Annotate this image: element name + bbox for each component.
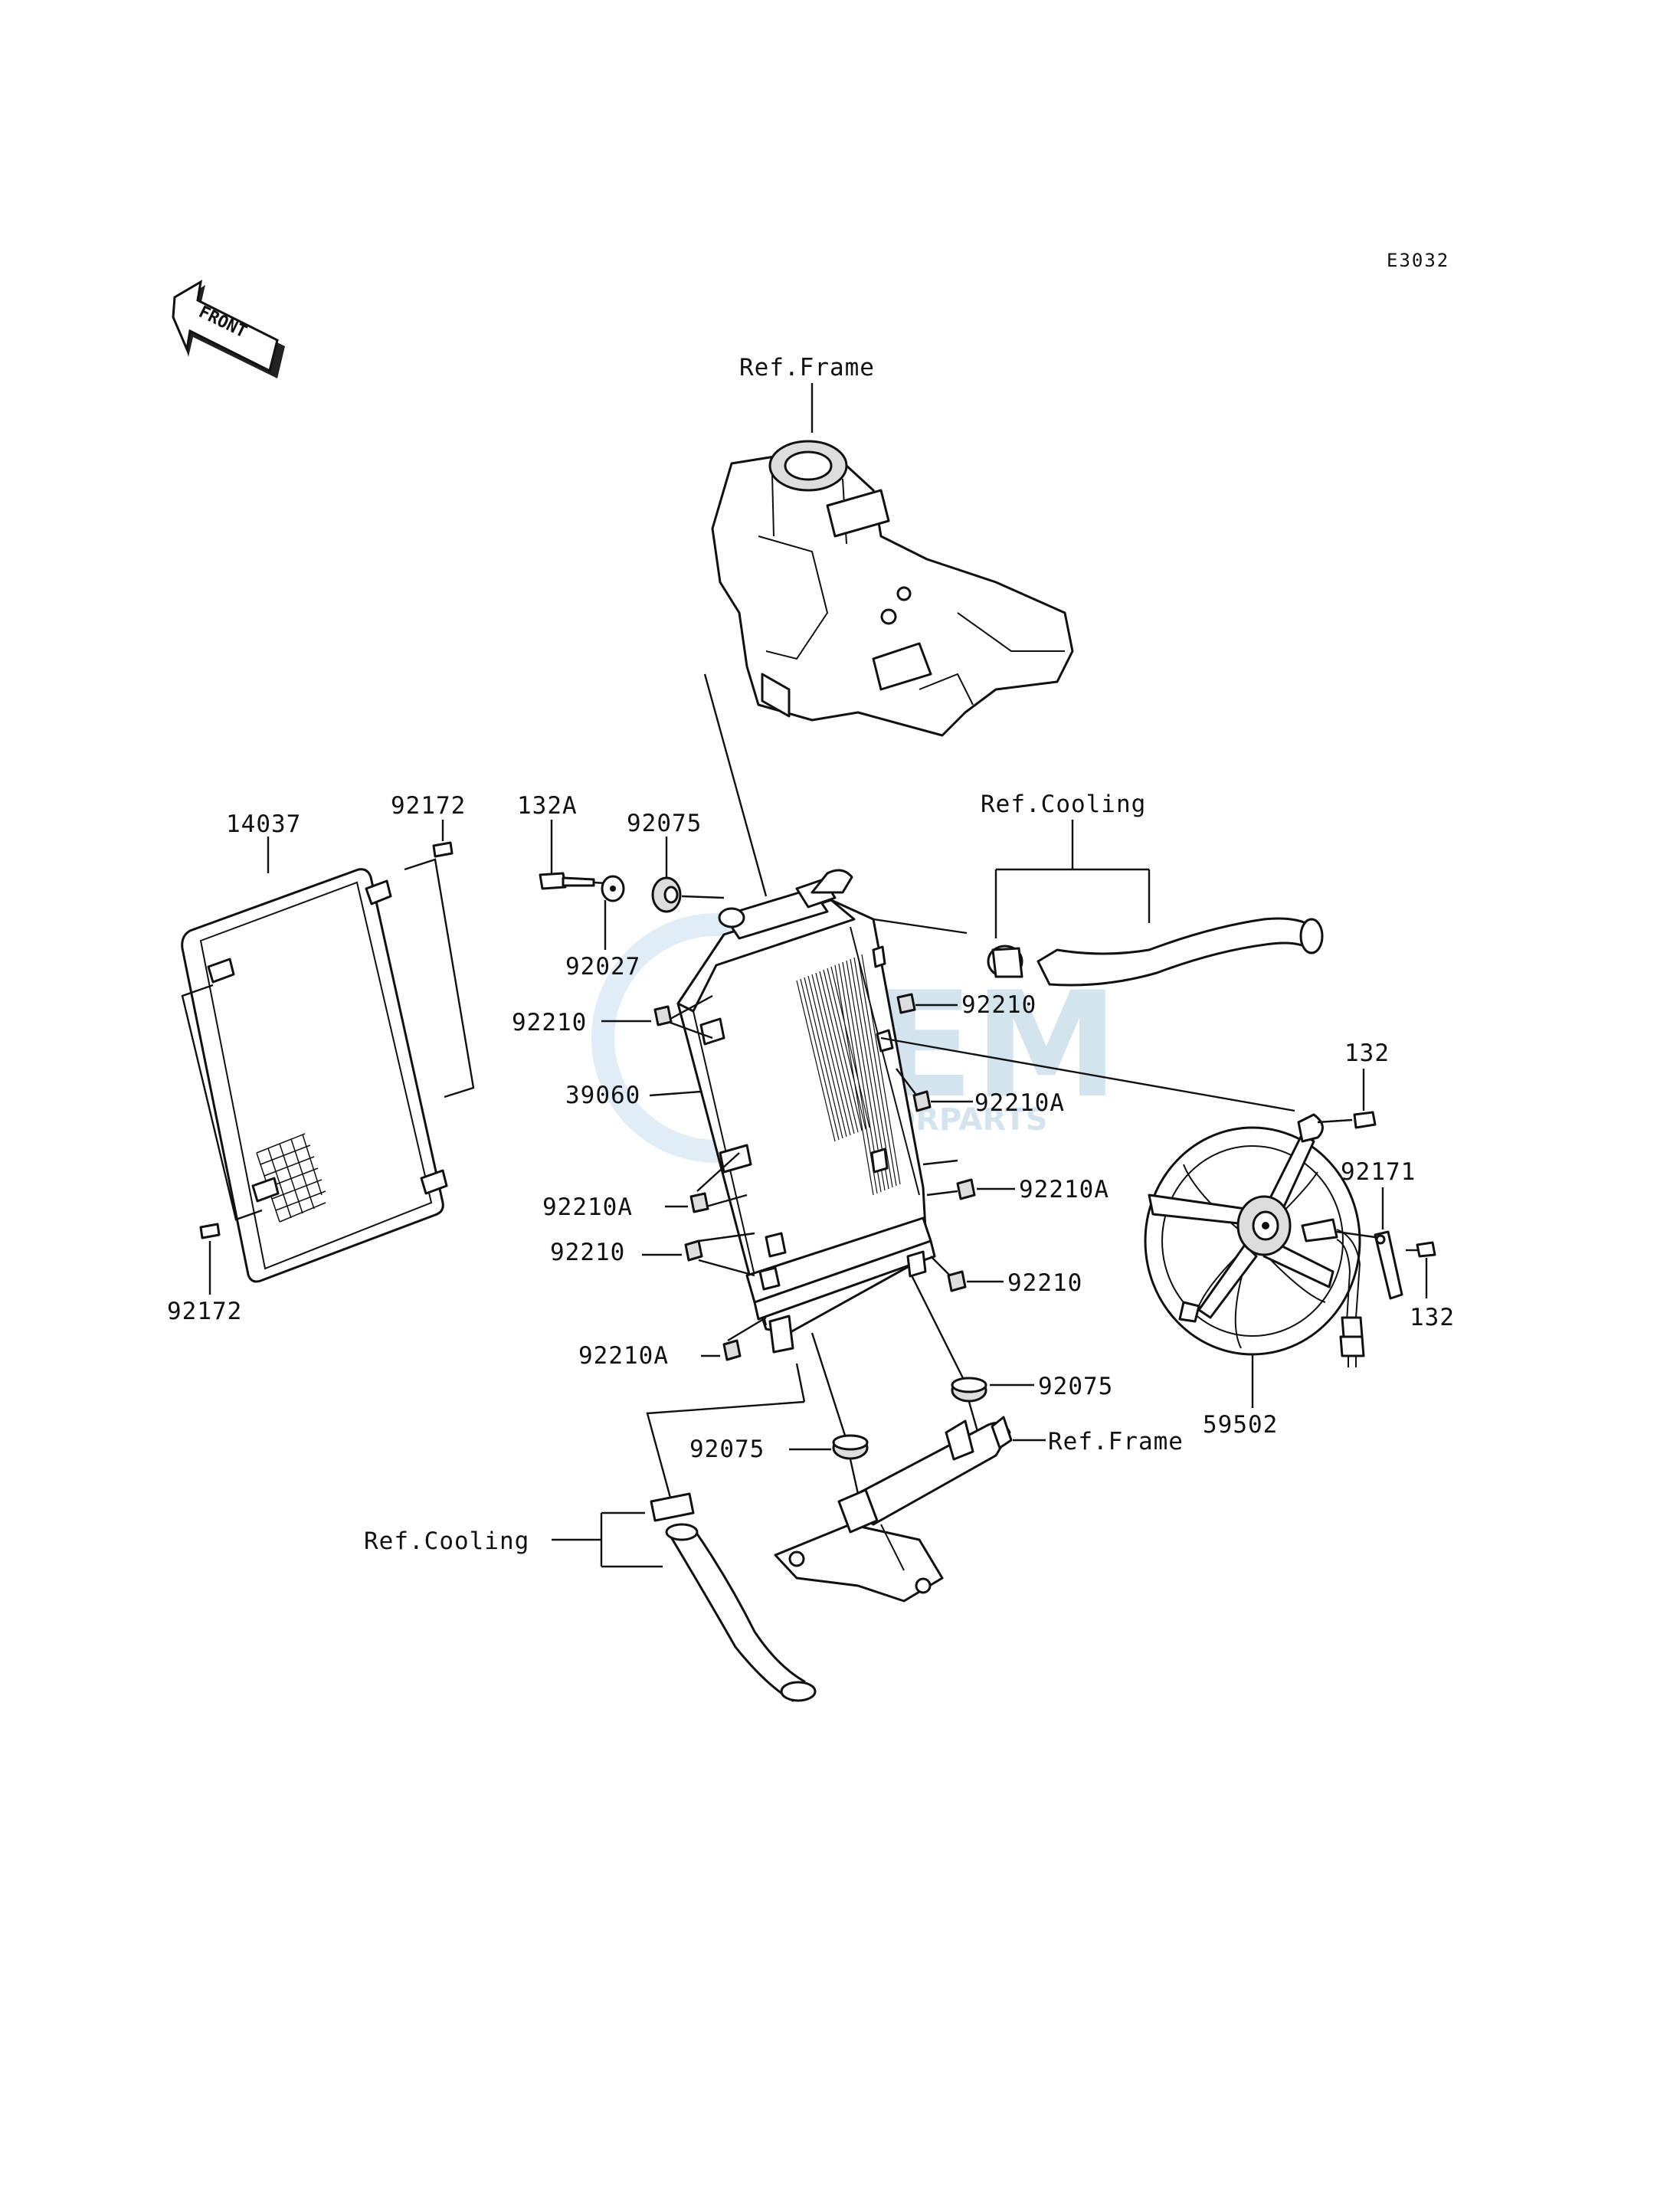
ref-cooling-top-label: Ref.Cooling [981,791,1146,818]
washer-92027 [601,875,625,902]
part-92210A-left2-label: 92210A [578,1342,669,1370]
clip-nut-92210-left1 [653,1005,673,1026]
grommet-92075-left [832,1434,869,1460]
part-92075-right-label: 92075 [1038,1373,1113,1400]
part-92210A-right2-label: 92210A [1019,1176,1109,1203]
part-92075-top-label: 92075 [627,810,702,837]
part-92210-right1-label: 92210 [961,991,1036,1019]
part-92210A-right1-label: 92210A [974,1089,1065,1117]
screw-92172-bottom [199,1223,221,1239]
part-132-bottom-label: 132 [1410,1304,1455,1331]
part-92171-label: 92171 [1341,1158,1416,1186]
clip-nut-92210A-right1 [912,1090,932,1112]
frame-bottom-bracket [774,1416,1013,1603]
screw-132-bottom [1416,1241,1436,1258]
part-92210A-left1-label: 92210A [542,1193,633,1221]
clip-nut-92210-right1 [896,993,916,1014]
hose-bottom-drawing [650,1492,817,1702]
part-132A-label: 132A [517,792,578,820]
part-92172-top-label: 92172 [391,792,466,820]
ref-frame-top-label: Ref.Frame [739,354,875,381]
part-92172-bottom-label: 92172 [167,1298,242,1325]
clip-nut-92210-left2 [684,1239,703,1262]
ref-cooling-bottom-label: Ref.Cooling [364,1527,529,1555]
part-92210-left2-label: 92210 [550,1239,625,1266]
clamp-92171 [1374,1230,1403,1300]
front-arrow-icon: FRONT [172,280,285,378]
part-92210-right2-label: 92210 [1007,1269,1082,1297]
grommet-92075-right [951,1377,987,1403]
part-39060-label: 39060 [565,1082,640,1109]
part-132-top-label: 132 [1344,1040,1390,1067]
part-14037-label: 14037 [226,810,301,838]
clip-nut-92210A-right2 [956,1178,976,1200]
clip-nut-92210A-left1 [689,1192,709,1213]
cooling-fan-drawing [1144,1113,1365,1367]
frame-top-drawing [711,440,1074,737]
bolt-132A [539,872,595,890]
ref-frame-bottom-label: Ref.Frame [1048,1428,1184,1455]
screw-132-top [1353,1111,1377,1129]
grommet-92075-top [651,876,682,913]
hose-top-drawing [987,917,1324,987]
part-59502-label: 59502 [1203,1411,1278,1439]
radiator-guard-drawing [181,868,448,1283]
clip-nut-92210A-left2 [722,1339,742,1361]
screw-92172-top [432,841,454,858]
part-92075-left-label: 92075 [689,1436,765,1463]
clip-nut-92210-right2 [947,1270,967,1292]
radiator-drawing [676,869,936,1354]
diagram-code: E3032 [1387,250,1449,271]
part-92210-left1-label: 92210 [512,1009,587,1036]
part-92027-label: 92027 [565,953,640,981]
